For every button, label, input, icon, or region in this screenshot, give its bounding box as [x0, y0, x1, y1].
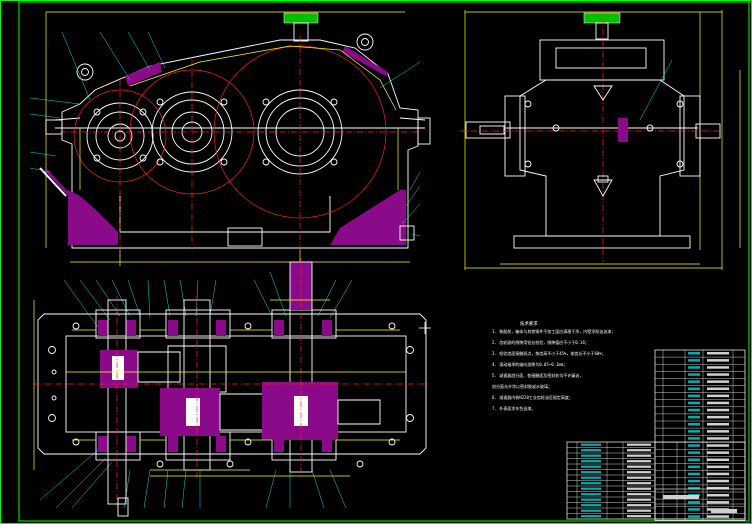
- parts-list-entry: [688, 352, 700, 355]
- parts-list-entry: [688, 387, 700, 390]
- technical-notes: 技术要求 1. 装配前，箱体与其他铸件不加工面应清理干净，内壁涂耐油油漆； 2.…: [492, 320, 615, 411]
- lifting-eye-right: [356, 33, 374, 51]
- parts-list-entry: [688, 515, 700, 518]
- input-bearing-top: [95, 309, 141, 339]
- base-flange-outline: [37, 313, 427, 455]
- input-shaft-extension: [465, 121, 511, 139]
- parts-list-entry: [688, 359, 700, 362]
- note-line-8: 7. 外表面涂灰色油漆。: [492, 405, 535, 411]
- note-line-5: 5. 减速器剖分面、各接触面及密封处均不许漏油，: [492, 372, 583, 378]
- parts-list-entry: [688, 465, 700, 469]
- parts-list-entry: [688, 373, 700, 376]
- parts-list-table: [654, 349, 746, 521]
- side-view: [460, 10, 741, 270]
- parts-list-entry: [688, 486, 700, 490]
- parts-list-entry: [688, 451, 700, 454]
- parts-list-entry: [688, 401, 700, 405]
- parts-list-entry: [688, 501, 700, 504]
- parts-list-entry: [688, 437, 700, 440]
- parts-list-entry: [688, 380, 700, 383]
- parts-list-entry: [688, 472, 700, 476]
- parts-list-entry: [688, 508, 700, 511]
- parts-list-entry: [688, 423, 700, 426]
- parts-list-entry: [688, 430, 700, 433]
- parts-list-entry: [688, 394, 700, 398]
- parts-list-entry: [688, 366, 700, 369]
- side-housing-outline: [519, 79, 685, 237]
- note-line-6: 剖分面允许涂以密封胶或水玻璃；: [492, 383, 552, 389]
- note-line-7: 6. 减速器内装N220工业齿轮油至规定高度；: [492, 394, 573, 400]
- note-line-2: 2. 齿轮副的侧隙用铅丝检验，侧隙值应不小于0.16；: [492, 339, 589, 345]
- parts-list-entry: [688, 458, 700, 461]
- parts-list-entry: [688, 479, 700, 483]
- notes-title: 技术要求: [520, 320, 538, 327]
- inspection-cover: [539, 39, 665, 81]
- crosshair-cursor-icon: [419, 322, 431, 334]
- top-section-view: [33, 258, 431, 517]
- note-line-4: 4. 滚动轴承的轴向游隙为0.05~0.1mm；: [492, 361, 567, 367]
- input-bearing-bottom: [95, 431, 141, 461]
- parts-list-entry: [688, 415, 700, 419]
- drain-plug-boss: [227, 227, 263, 247]
- breather-cap-side: [583, 12, 621, 24]
- front-view: [29, 11, 431, 266]
- base-hatch-left: [68, 190, 118, 245]
- side-base: [513, 235, 691, 249]
- base-hatch-right: [330, 190, 406, 245]
- inner-border: [18, 1, 750, 522]
- intermediate-bearing-top: [165, 309, 231, 339]
- note-line-3: 3. 检验齿面接触斑点，按齿高不小于45%，按齿长不小于60%；: [492, 350, 606, 356]
- note-line-1: 1. 装配前，箱体与其他铸件不加工面应清理干净，内壁涂耐油油漆；: [492, 328, 615, 334]
- breather-cap: [283, 12, 319, 24]
- parts-list-entry: [688, 408, 700, 412]
- title-block: [566, 441, 746, 520]
- parts-list-entry: [688, 444, 700, 447]
- lifting-eye-left: [76, 63, 94, 81]
